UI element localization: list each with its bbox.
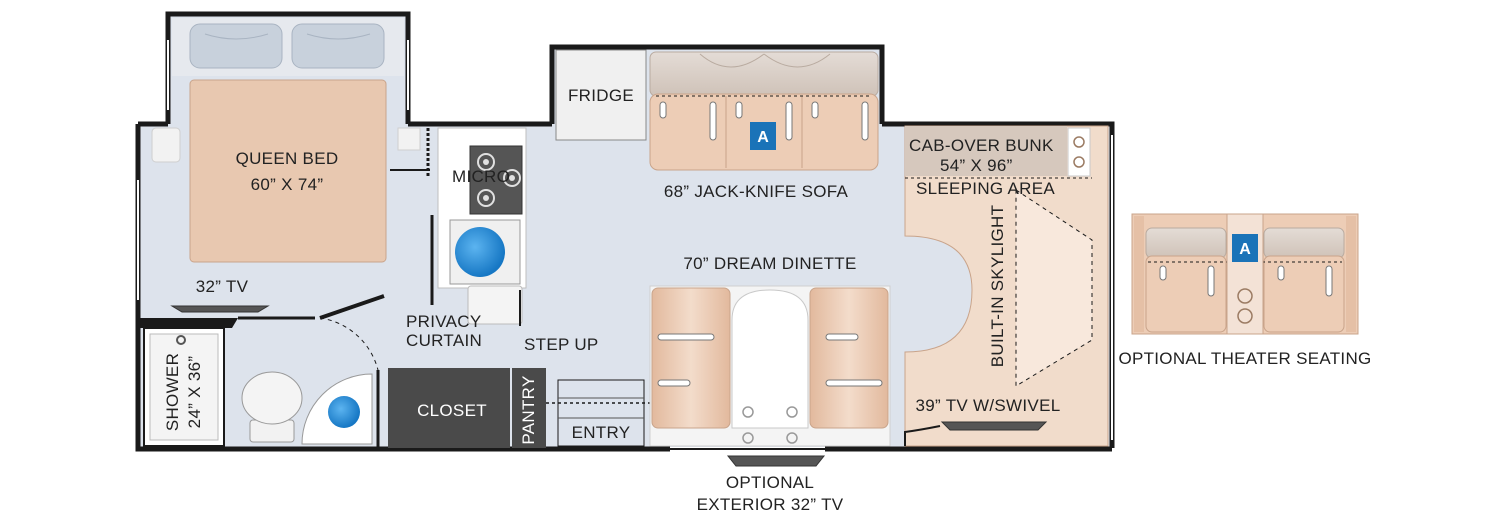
- shower-label: SHOWER: [163, 353, 182, 431]
- sofa-badge-label: A: [757, 129, 769, 146]
- bath-sink: [301, 373, 373, 445]
- curtain-label: CURTAIN: [406, 331, 482, 350]
- bath-door-swing: [319, 317, 379, 371]
- entry-label: ENTRY: [572, 423, 631, 442]
- toilet: [241, 371, 303, 443]
- bedroom-tv-label: 32” TV: [196, 277, 249, 296]
- dinette-label: 70” DREAM DINETTE: [683, 254, 856, 273]
- shower-drain-icon: [176, 335, 186, 345]
- cooktop: [469, 145, 523, 215]
- queen-bed-label: QUEEN BED: [236, 149, 339, 168]
- theater-badge-label: A: [1239, 241, 1251, 258]
- window-marks: [137, 40, 1113, 440]
- queen-bed: [189, 79, 387, 263]
- exterior-tv: [726, 455, 826, 467]
- step-up-label: STEP UP: [524, 335, 599, 354]
- sofa-label: 68” JACK-KNIFE SOFA: [664, 182, 849, 201]
- pantry: [512, 368, 546, 448]
- micro-label: MICRO: [452, 167, 510, 186]
- fridge: [555, 49, 647, 141]
- closet-label: CLOSET: [417, 401, 487, 420]
- bath-door: [319, 294, 385, 320]
- bed-slideout: [172, 18, 404, 76]
- jack-knife-sofa: [649, 51, 879, 171]
- theater-badge: [1232, 234, 1258, 262]
- tv-swivel-label: 39” TV W/SWIVEL: [916, 396, 1061, 415]
- swivel-tv: [940, 421, 1048, 431]
- cab-corner: [904, 425, 941, 446]
- exterior-tv-label-1: OPTIONAL: [726, 473, 814, 492]
- exterior-tv-label-2: EXTERIOR 32” TV: [697, 495, 844, 514]
- bath-wall: [140, 318, 238, 328]
- shower-size: 24” X 36”: [185, 356, 204, 429]
- galley-sink: [449, 219, 521, 285]
- privacy-label: PRIVACY: [406, 312, 481, 331]
- galley-step: [467, 285, 523, 325]
- cab-bunk-label: CAB-OVER BUNK: [909, 136, 1054, 155]
- queen-bed-size: 60” X 74”: [251, 175, 324, 194]
- nightstand-right: [397, 127, 421, 151]
- pantry-label: PANTRY: [519, 375, 538, 444]
- theater-seating: [1131, 213, 1359, 335]
- theater-label: OPTIONAL THEATER SEATING: [1118, 349, 1371, 368]
- dream-dinette: [649, 285, 891, 447]
- entry-steps: [557, 379, 645, 447]
- sleeping-area-label: SLEEPING AREA: [916, 179, 1055, 198]
- skylight-label: BUILT-IN SKYLIGHT: [988, 205, 1007, 368]
- nightstand-left: [151, 127, 181, 163]
- cab-bunk-size: 54” X 96”: [940, 156, 1013, 175]
- closet: [388, 368, 510, 448]
- fridge-label: FRIDGE: [568, 86, 634, 105]
- bedroom-tv: [170, 305, 270, 313]
- cab-over-bunk: [904, 125, 1109, 447]
- sofa-badge: [750, 122, 776, 150]
